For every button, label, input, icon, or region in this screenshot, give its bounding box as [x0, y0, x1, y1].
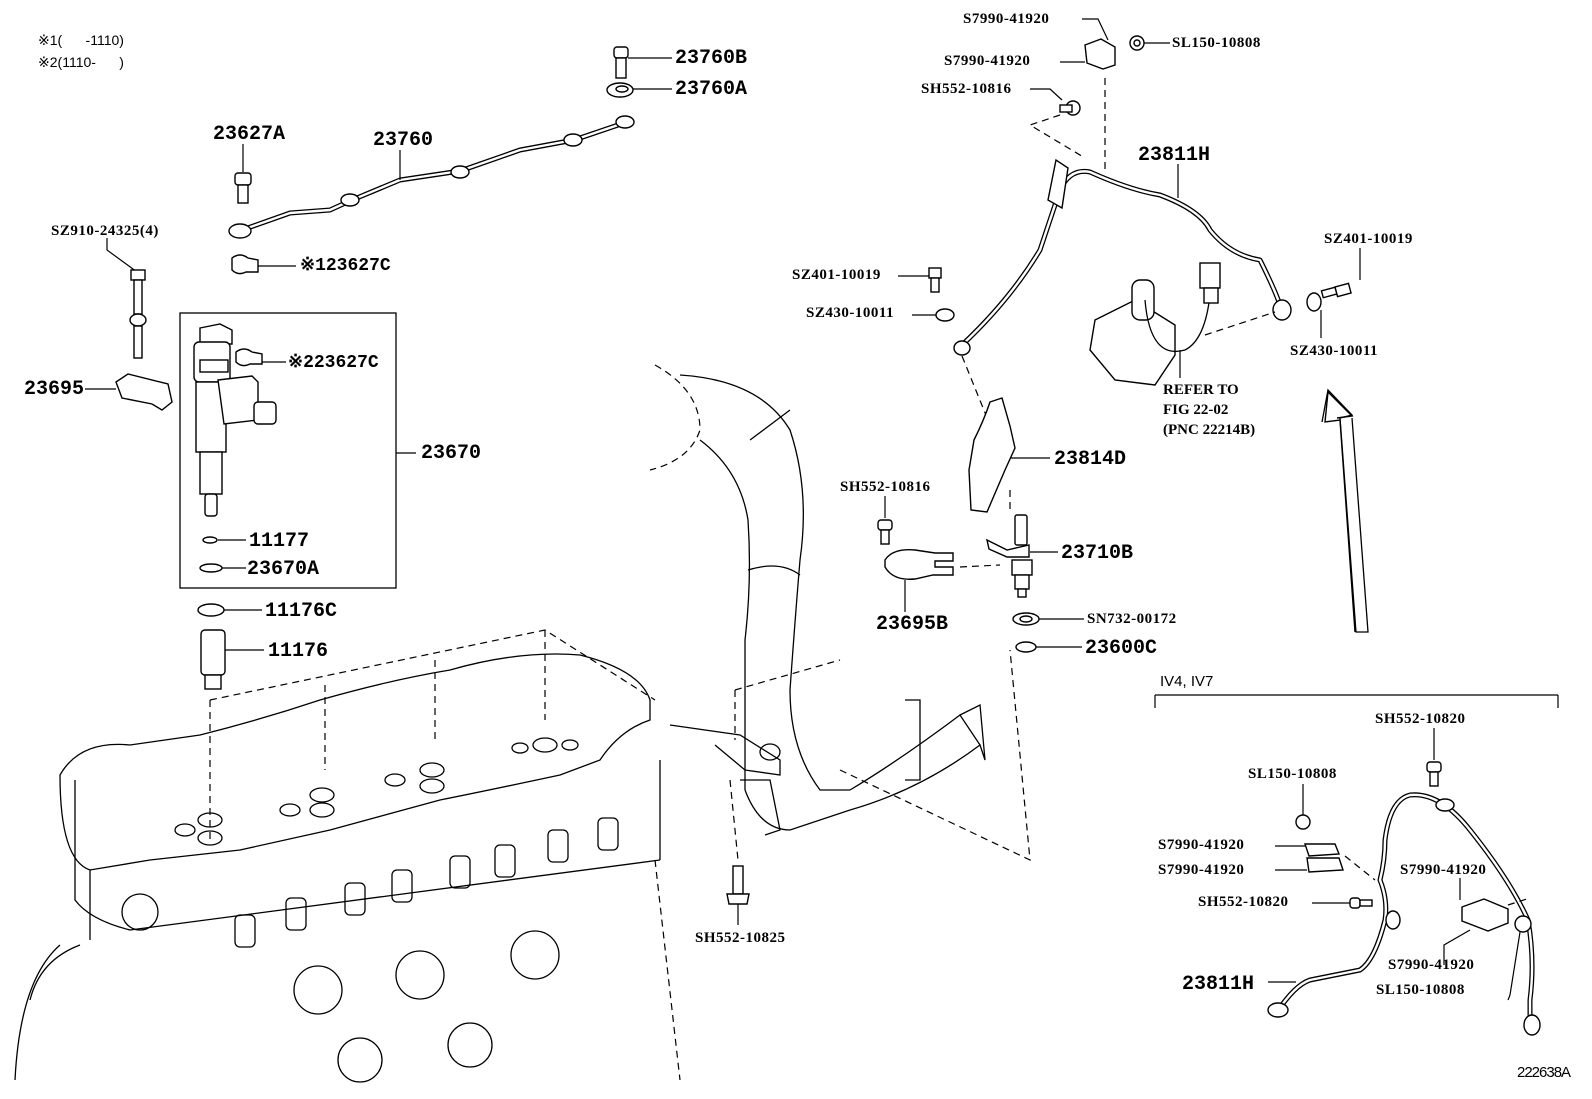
bolt-23627A-icon [234, 172, 252, 204]
callout-23627C-2[interactable]: ※223627C [288, 353, 379, 373]
callout-23600C[interactable]: 23600C [1085, 637, 1158, 660]
harness-23811H-top [953, 158, 1292, 356]
callout-S7990-top-2[interactable]: S7990-41920 [944, 53, 1031, 69]
note-1: ※1( -1110) [38, 33, 124, 47]
bolt-SH552-10820-inset-mid-icon [1349, 897, 1373, 909]
callout-S7990-top-1[interactable]: S7990-41920 [963, 11, 1050, 27]
bolt-SH552-10816-mid-icon [877, 519, 893, 545]
washer-SZ430-left-icon [935, 308, 955, 322]
clip-23627C-1-icon [231, 254, 259, 275]
injector-assembly-box [179, 312, 397, 589]
ring-11177-icon [202, 536, 218, 544]
callout-inset-SL150-a[interactable]: SL150-10808 [1248, 766, 1337, 782]
callout-23814D[interactable]: 23814D [1054, 448, 1127, 471]
callout-23695B[interactable]: 23695B [876, 613, 949, 636]
bolt-23760B-icon [613, 46, 629, 79]
callout-inset-SL150-b[interactable]: SL150-10808 [1376, 982, 1465, 998]
bracket-S7990-inset-cd-icon [1461, 898, 1509, 932]
callout-inset-SH552-10820-top[interactable]: SH552-10820 [1375, 711, 1466, 727]
callout-SH552-10816-mid[interactable]: SH552-10816 [840, 479, 931, 495]
supply-pump-icon [1089, 262, 1221, 386]
nut-SL150-top-icon [1129, 35, 1145, 51]
callout-23695[interactable]: 23695 [24, 378, 85, 401]
bracket-S7990-top-icon [1084, 38, 1116, 70]
callout-23670A[interactable]: 23670A [247, 558, 320, 581]
refer-line-2[interactable]: FIG 22-02 [1163, 402, 1229, 418]
callout-SN732-00172[interactable]: SN732-00172 [1087, 611, 1177, 627]
nut-SL150-inset-a-icon [1295, 814, 1311, 830]
bolt-SZ401-left-icon [928, 267, 942, 293]
bracket-S7990-inset-ab-icon [1304, 843, 1344, 873]
callout-SZ430-left[interactable]: SZ430-10011 [806, 305, 895, 321]
nut-SL150-inset-b-icon [1514, 915, 1532, 933]
injector-23670-icon [193, 323, 277, 517]
clip-23627C-2-icon [235, 348, 263, 367]
exhaust-pipe-icon [649, 364, 986, 836]
cover-23814D-icon [968, 397, 1016, 513]
callout-23760[interactable]: 23760 [373, 129, 434, 152]
bracket-23695B-icon [884, 549, 954, 580]
callout-inset-23811H[interactable]: 23811H [1182, 973, 1255, 996]
callout-inset-SH552-10820-mid[interactable]: SH552-10820 [1198, 894, 1289, 910]
callout-11176C[interactable]: 11176C [265, 600, 338, 623]
sensor-23710B-icon [985, 514, 1033, 598]
ring-23670A-icon [199, 563, 223, 573]
callout-23670[interactable]: 23670 [421, 442, 482, 465]
bolt-SH552-10825-icon [726, 865, 750, 905]
inset-title: IV4, IV7 [1160, 673, 1214, 690]
callout-23760A[interactable]: 23760A [675, 78, 748, 101]
figure-id: 222638A [1517, 1064, 1571, 1081]
callout-23710B[interactable]: 23710B [1061, 542, 1134, 565]
bolt-SZ401-right-icon [1320, 282, 1352, 299]
cylinder-head-icon [14, 629, 681, 1083]
seal-11176C-icon [197, 603, 225, 617]
callout-SH552-10816-top[interactable]: SH552-10816 [921, 81, 1012, 97]
callout-inset-S7990-d[interactable]: S7990-41920 [1388, 957, 1475, 973]
washer-SZ430-right-icon [1306, 292, 1322, 312]
refer-line-3: (PNC 22214B) [1163, 422, 1256, 438]
callout-SL150-top[interactable]: SL150-10808 [1172, 35, 1261, 51]
callout-11177[interactable]: 11177 [249, 530, 310, 553]
callout-SZ910-24325[interactable]: SZ910-24325(4) [51, 223, 159, 239]
sleeve-11176-icon [200, 629, 226, 690]
callout-23811H-top[interactable]: 23811H [1138, 144, 1211, 167]
inset-frame [1154, 694, 1559, 708]
gasket-23600C-icon [1015, 641, 1037, 653]
callout-SZ401-left[interactable]: SZ401-10019 [792, 267, 881, 283]
note-2-range: (1110- ) [57, 54, 124, 70]
bolt-SH552-10816-top-icon [1059, 100, 1081, 116]
callout-23627A[interactable]: 23627A [213, 123, 286, 146]
callout-23760B[interactable]: 23760B [675, 47, 748, 70]
refer-note: REFER TO FIG 22-02 (PNC 22214B) [1163, 380, 1255, 440]
callout-SH552-10825[interactable]: SH552-10825 [695, 930, 786, 946]
bolt-SZ910-icon [129, 269, 147, 359]
callout-inset-S7990-a[interactable]: S7990-41920 [1158, 837, 1245, 853]
note-2-mark: ※2 [38, 54, 58, 70]
callout-11176[interactable]: 11176 [268, 640, 329, 663]
note-1-mark: ※1 [38, 32, 58, 48]
note-2: ※2(1110- ) [38, 55, 124, 69]
note-1-range: ( -1110) [57, 32, 124, 48]
callout-23627C-1[interactable]: ※123627C [300, 256, 391, 276]
callout-inset-S7990-c[interactable]: S7990-41920 [1400, 862, 1487, 878]
direction-arrow-icon [1321, 388, 1369, 633]
harness-23811H-inset [1267, 792, 1541, 1036]
washer-23760A-icon [606, 82, 634, 98]
callout-inset-S7990-b[interactable]: S7990-41920 [1158, 862, 1245, 878]
bolt-SH552-10820-inset-top-icon [1426, 761, 1442, 787]
callout-SZ401-right[interactable]: SZ401-10019 [1324, 231, 1413, 247]
refer-line-1: REFER TO [1163, 382, 1239, 398]
callout-SZ430-right[interactable]: SZ430-10011 [1290, 343, 1379, 359]
clamp-23695-icon [115, 373, 173, 411]
